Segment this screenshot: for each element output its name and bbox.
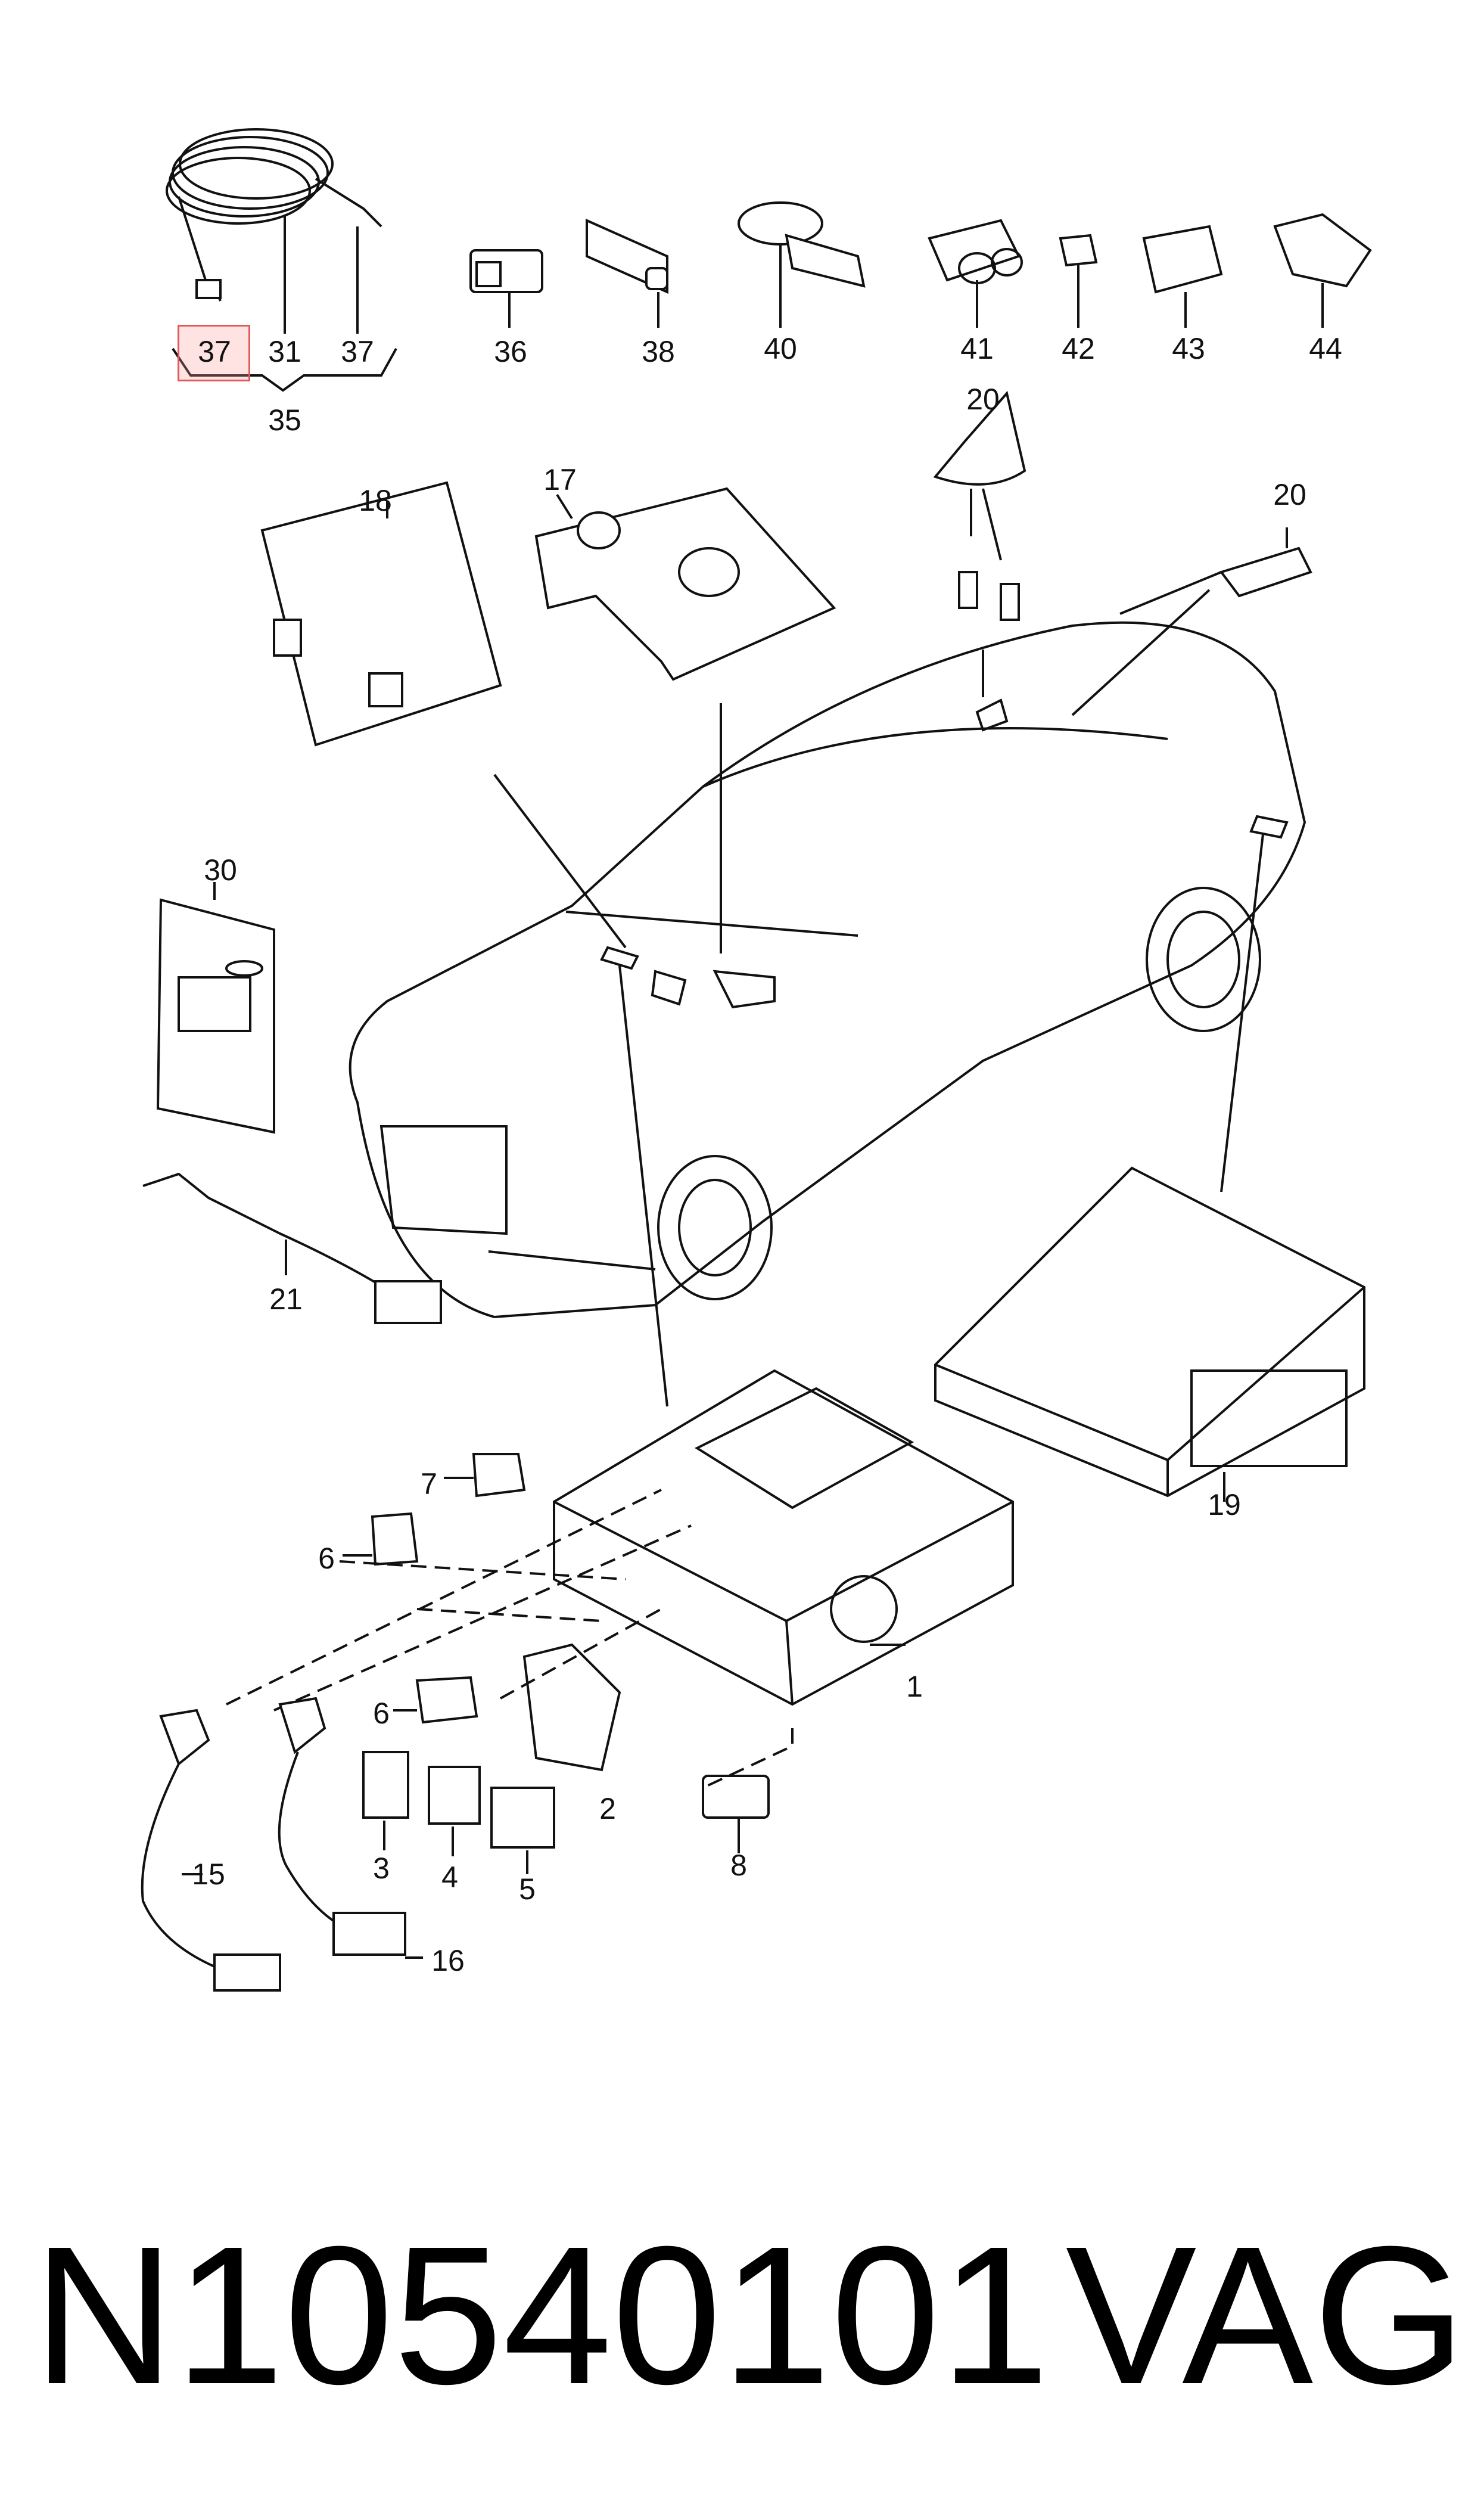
harness-15 <box>141 1709 281 1992</box>
callout-19: 19 <box>1208 1488 1241 1521</box>
cable-21 <box>142 1172 442 1324</box>
connector-2 <box>522 1643 621 1772</box>
callout-15: 15 <box>192 1858 225 1891</box>
callout-4: 4 <box>441 1860 458 1894</box>
callout-40: 40 <box>764 332 797 365</box>
callout-8: 8 <box>730 1849 747 1882</box>
callout-20-antenna: 20 <box>966 383 1000 416</box>
antenna-module-20 <box>1219 546 1312 598</box>
callout-38: 38 <box>642 335 675 368</box>
connector-42 <box>1059 234 1098 267</box>
connector-36 <box>469 249 543 293</box>
callout-20-module: 20 <box>1273 478 1306 511</box>
connector-8 <box>702 1775 770 1819</box>
connector-44 <box>1273 213 1372 288</box>
callout-37: 37 <box>198 335 231 368</box>
part-code: N10540101 <box>33 2205 1050 2425</box>
callout-6-upper: 6 <box>318 1542 335 1575</box>
callout-17: 17 <box>543 463 577 496</box>
connector-40 <box>738 201 866 288</box>
callout-3: 3 <box>373 1852 390 1885</box>
callout-41: 41 <box>960 332 994 365</box>
callout-16: 16 <box>431 1944 465 1977</box>
callout-36: 36 <box>494 335 527 368</box>
callout-31: 31 <box>268 335 301 368</box>
callout-42: 42 <box>1062 332 1095 365</box>
parts-diagram <box>141 128 1372 1992</box>
callout-35: 35 <box>268 403 301 437</box>
owner-manual-30 <box>156 898 275 1134</box>
connector-4 <box>428 1766 481 1825</box>
connector-5 <box>490 1787 555 1849</box>
callout-43: 43 <box>1172 332 1205 365</box>
coiled-cable-part <box>166 128 382 302</box>
cd-changer-19 <box>934 1166 1365 1498</box>
connector-3 <box>362 1751 409 1819</box>
brand-name: VAG <box>1065 2205 1466 2425</box>
connector-43 <box>1142 225 1223 294</box>
control-unit-18 <box>260 481 502 747</box>
car-body <box>349 621 1306 1319</box>
harness-16 <box>278 1697 406 1956</box>
connector-7 <box>472 1453 526 1498</box>
head-unit-1 <box>553 1369 1014 1706</box>
connector-6-upper <box>371 1512 419 1566</box>
callout-44: 44 <box>1309 332 1342 365</box>
callout-7: 7 <box>421 1467 437 1501</box>
callout-6-lower: 6 <box>373 1697 390 1730</box>
callout-37-right: 37 <box>341 335 374 368</box>
callout-21: 21 <box>269 1282 303 1316</box>
callout-30: 30 <box>204 853 237 887</box>
mmi-control-panel-17 <box>534 487 836 681</box>
callout-2: 2 <box>599 1792 616 1825</box>
roof-antenna-part <box>933 390 1026 621</box>
connector-6-lower <box>415 1676 478 1724</box>
callout-1: 1 <box>906 1670 923 1703</box>
connector-38 <box>586 218 668 294</box>
connector-41 <box>928 219 1023 284</box>
callout-5: 5 <box>519 1872 536 1906</box>
callout-18: 18 <box>359 484 392 517</box>
highlight-box <box>178 325 250 381</box>
